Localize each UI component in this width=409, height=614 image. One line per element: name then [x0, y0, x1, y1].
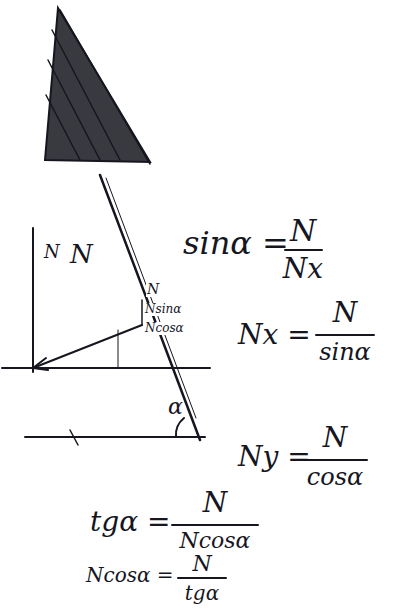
formula-text: Ncosα =	[86, 564, 174, 586]
component-line	[118, 330, 119, 368]
fraction-bar	[303, 459, 367, 461]
formula-text: Ncosα	[180, 529, 251, 553]
formula-text: Nsinα	[144, 303, 182, 316]
formula-text: N	[44, 242, 60, 262]
formula-text: N	[192, 552, 211, 576]
base-line	[25, 436, 205, 438]
force-vector	[33, 325, 142, 368]
formula-text: tgα	[185, 582, 219, 604]
formula-text: N	[323, 423, 348, 454]
formula-text: tgα =	[90, 507, 170, 538]
incline-line	[100, 175, 200, 440]
angle-arc	[176, 418, 184, 437]
fraction-bar	[172, 524, 258, 526]
formula-text: Ny =	[238, 442, 311, 473]
formula-text: N	[290, 214, 316, 247]
formula-text: N	[70, 240, 93, 269]
formula-text: sinα	[319, 339, 371, 365]
formula-text: Nx =	[238, 320, 311, 351]
formula-text: N	[203, 488, 228, 519]
arrow-head	[33, 358, 48, 370]
incline-line	[106, 178, 196, 418]
scribble-strokes	[46, 10, 150, 164]
formula-text: α	[168, 395, 183, 419]
formula-text: Ncosα	[144, 322, 185, 335]
formula-text: sinα =	[183, 226, 289, 261]
fraction-bar	[285, 249, 322, 251]
vertical-axis	[32, 228, 34, 372]
fraction-bar	[178, 577, 226, 579]
formula-text: N	[146, 282, 160, 297]
fraction-bar	[316, 334, 374, 336]
formula-text: N	[333, 298, 358, 329]
component-line	[141, 300, 143, 325]
tick-mark	[70, 430, 78, 445]
formula-text: cosα	[307, 464, 363, 490]
formula-text: Nx	[283, 254, 323, 285]
